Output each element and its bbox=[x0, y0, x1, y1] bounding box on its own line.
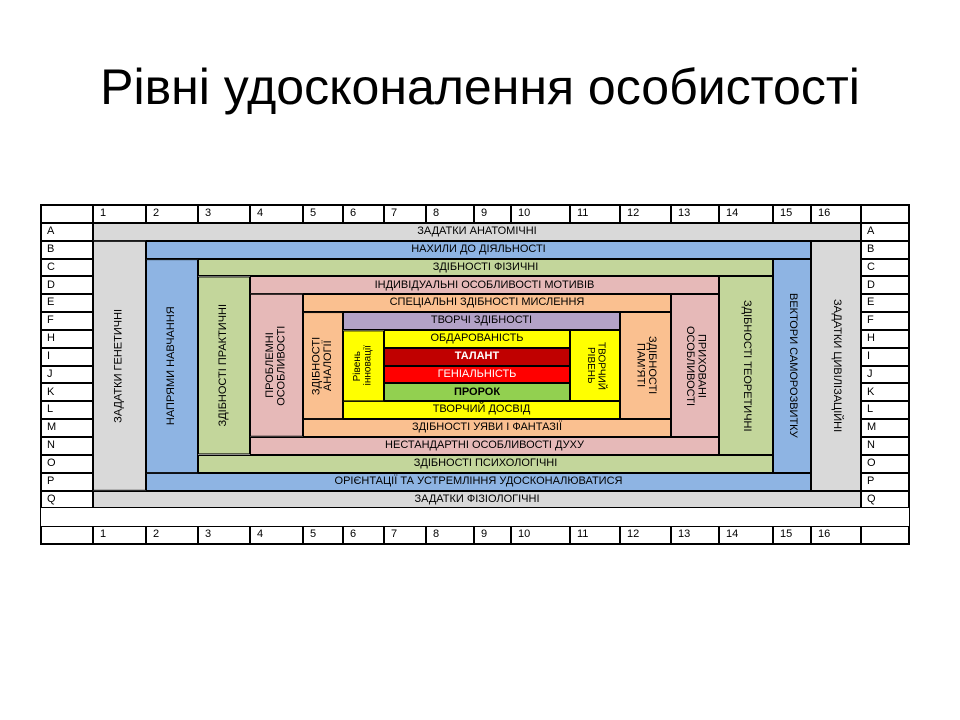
row-header-right: C bbox=[861, 258, 909, 277]
row-header-right: D bbox=[861, 276, 909, 295]
row-header-left: I bbox=[41, 347, 93, 366]
column-header-top: 11 bbox=[570, 205, 620, 223]
row-header-left: A bbox=[41, 222, 93, 241]
row-header-left: Q bbox=[41, 490, 93, 509]
column-header-top: 9 bbox=[474, 205, 511, 223]
band-prorok: ПРОРОК bbox=[384, 383, 570, 402]
column-header-top: 4 bbox=[250, 205, 303, 223]
band-nestandartni: НЕСТАНДАРТНІ ОСОБЛИВОСТІ ДУХУ bbox=[250, 436, 719, 455]
column-header-top: 2 bbox=[146, 205, 198, 223]
column-header-bottom: 5 bbox=[303, 526, 343, 545]
column-header-top: 8 bbox=[426, 205, 474, 223]
band-tvorchyi-dosvid: ТВОРЧИЙ ДОСВІД bbox=[343, 401, 620, 420]
column-header-bottom: 4 bbox=[250, 526, 303, 545]
row-header-left: C bbox=[41, 258, 93, 277]
row-header-left: E bbox=[41, 294, 93, 313]
band-problemni: ПРОБЛЕМНІ ОСОБЛИВОСТІ bbox=[250, 294, 303, 437]
column-header-top: 3 bbox=[198, 205, 250, 223]
band-teoretychni: ЗДІБНОСТІ ТЕОРЕТИЧНІ bbox=[719, 276, 773, 455]
row-header-right: H bbox=[861, 329, 909, 348]
row-header-right: O bbox=[861, 454, 909, 473]
band-analohii: ЗДІБНОСТІ АНАЛОГІЇ bbox=[303, 312, 343, 420]
column-header-top: 16 bbox=[811, 205, 861, 223]
column-header-bottom: 7 bbox=[384, 526, 426, 545]
band-tsyvilizatsiini: ЗАДАТКИ ЦИВІЛІЗАЦІЙНІ bbox=[811, 240, 861, 491]
row-header-right: M bbox=[861, 419, 909, 437]
band-pamiati: ЗДІБНОСТІ ПАМ'ЯТІ bbox=[620, 312, 671, 420]
column-header-bottom: 2 bbox=[146, 526, 198, 545]
band-nakhyly: НАХИЛИ ДО ДІЯЛЬНОСТІ bbox=[146, 240, 811, 259]
row-header-right: A bbox=[861, 222, 909, 241]
row-header-left: N bbox=[41, 436, 93, 455]
band-fiziolohichni: ЗАДАТКИ ФІЗІОЛОГІЧНІ bbox=[93, 490, 861, 509]
row-header-left: O bbox=[41, 454, 93, 473]
column-header-bottom: 15 bbox=[773, 526, 811, 545]
row-header-right: L bbox=[861, 401, 909, 420]
band-pryhovani: ПРИХОВАНІ ОСОБЛИВОСТІ bbox=[671, 294, 719, 437]
column-header-top: 13 bbox=[671, 205, 719, 223]
column-header-bottom: 16 bbox=[811, 526, 861, 545]
row-header-left: B bbox=[41, 240, 93, 259]
band-napriamy: НАПРЯМИ НАВЧАННЯ bbox=[146, 258, 198, 473]
band-praktychni: ЗДІБНОСТІ ПРАКТИЧНІ bbox=[198, 276, 250, 455]
band-genialnist: ГЕНІАЛЬНІСТЬ bbox=[384, 365, 570, 384]
band-spetsialni: СПЕЦІАЛЬНІ ЗДІБНОСТІ МИСЛЕННЯ bbox=[303, 294, 671, 313]
column-header-bottom: 3 bbox=[198, 526, 250, 545]
column-header-bottom: 8 bbox=[426, 526, 474, 545]
row-header-right: N bbox=[861, 436, 909, 455]
band-psykholohichni: ЗДІБНОСТІ ПСИХОЛОГІЧНІ bbox=[198, 454, 773, 473]
band-innovatsii: Рівень інновації bbox=[343, 329, 384, 402]
row-header-left: P bbox=[41, 472, 93, 491]
row-header-right: P bbox=[861, 472, 909, 491]
row-header-left: D bbox=[41, 276, 93, 295]
row-header-right: B bbox=[861, 240, 909, 259]
column-header-bottom: 14 bbox=[719, 526, 773, 545]
column-header-top: 14 bbox=[719, 205, 773, 223]
row-header-right: Q bbox=[861, 490, 909, 509]
band-zadatky-anatomichni: ЗАДАТКИ АНАТОМІЧНІ bbox=[93, 222, 861, 241]
column-header-bottom: 12 bbox=[620, 526, 671, 545]
column-header-bottom: 9 bbox=[474, 526, 511, 545]
column-header-bottom: 10 bbox=[511, 526, 570, 545]
row-header-left: K bbox=[41, 383, 93, 402]
band-henetychni: ЗАДАТКИ ГЕНЕТИЧНІ bbox=[93, 240, 146, 491]
band-samorozvytok: ВЕКТОРИ САМОРОЗВИТКУ bbox=[773, 258, 811, 473]
column-header-bottom: 1 bbox=[93, 526, 146, 545]
band-oriientatsii: ОРІЄНТАЦІЇ ТА УСТРЕМЛІННЯ УДОСКОНАЛЮВАТИ… bbox=[146, 472, 811, 491]
band-talant: ТАЛАНТ bbox=[384, 347, 570, 366]
band-tvorchi-zdibnosti: ТВОРЧІ ЗДІБНОСТІ bbox=[343, 312, 620, 330]
row-header-left: L bbox=[41, 401, 93, 420]
row-header-right: E bbox=[861, 294, 909, 313]
column-header-bottom: 13 bbox=[671, 526, 719, 545]
row-header-left: J bbox=[41, 365, 93, 384]
column-header-top: 1 bbox=[93, 205, 146, 223]
band-obdarovanist: ОБДАРОВАНІСТЬ bbox=[384, 329, 570, 348]
column-header-top: 6 bbox=[343, 205, 384, 223]
row-header-left: M bbox=[41, 419, 93, 437]
column-header-top: 15 bbox=[773, 205, 811, 223]
corner-cell bbox=[41, 205, 93, 223]
band-uyavy: ЗДІБНОСТІ УЯВИ І ФАНТАЗІЇ bbox=[303, 419, 671, 437]
row-header-left: H bbox=[41, 329, 93, 348]
column-header-bottom: 11 bbox=[570, 526, 620, 545]
corner-cell bbox=[861, 205, 909, 223]
row-header-left: F bbox=[41, 312, 93, 330]
page-title: Рівні удосконалення особистості bbox=[100, 59, 860, 115]
column-header-top: 7 bbox=[384, 205, 426, 223]
row-header-right: I bbox=[861, 347, 909, 366]
column-header-top: 12 bbox=[620, 205, 671, 223]
band-indyvidualni: ІНДИВІДУАЛЬНІ ОСОБЛИВОСТІ МОТИВІВ bbox=[250, 276, 719, 295]
row-header-right: J bbox=[861, 365, 909, 384]
corner-cell bbox=[861, 526, 909, 545]
corner-cell bbox=[41, 526, 93, 545]
band-zdibnosti-fizychni: ЗДІБНОСТІ ФІЗИЧНІ bbox=[198, 258, 773, 277]
column-header-bottom: 6 bbox=[343, 526, 384, 545]
band-tvorchyi-riven: ТВОРЧИЙ РІВЕНЬ bbox=[570, 329, 620, 402]
row-header-right: K bbox=[861, 383, 909, 402]
row-header-right: F bbox=[861, 312, 909, 330]
column-header-top: 5 bbox=[303, 205, 343, 223]
column-header-top: 10 bbox=[511, 205, 570, 223]
